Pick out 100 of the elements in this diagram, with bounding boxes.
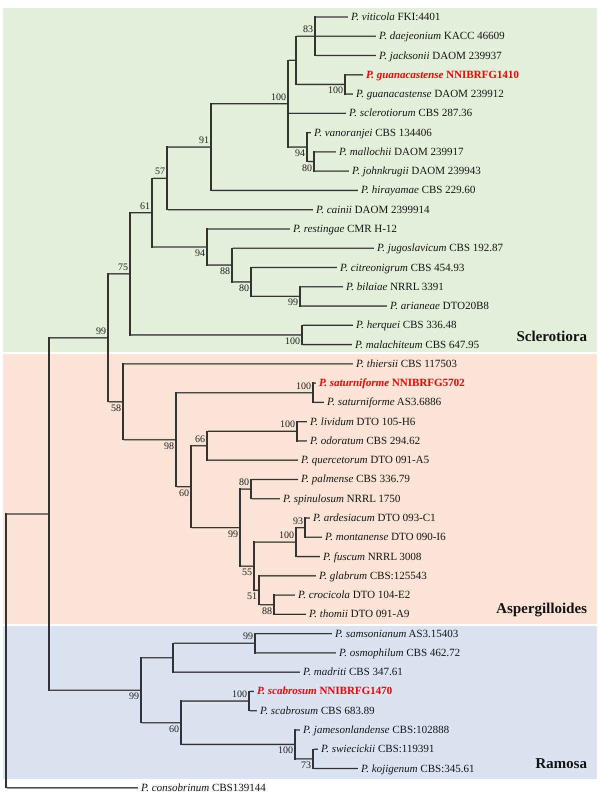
- tree-branch: [316, 16, 348, 18]
- taxon-label: P. montanense DTO 090-I6: [322, 530, 446, 544]
- bootstrap-value: 88: [262, 606, 272, 617]
- tree-branch: [314, 748, 318, 750]
- tree-branch: [306, 536, 322, 538]
- taxon-label: P. spinulosum NRRL 1750: [280, 492, 400, 506]
- taxon-label: P. swiecickii CBS:119391: [318, 742, 434, 756]
- taxon-label: P. citreonigrum CBS 454.93: [337, 260, 464, 274]
- bootstrap-value: 100: [278, 746, 293, 756]
- bootstrap-value: 75: [118, 262, 128, 273]
- tree-branch: [300, 286, 343, 288]
- tree-branch: [302, 324, 353, 326]
- bootstrap-value: 99: [228, 530, 238, 540]
- taxon-label: P. thiersii CBS 117503: [353, 356, 457, 371]
- tree-branch: [252, 478, 298, 480]
- tree-branch: [176, 392, 312, 394]
- tree-branch: [108, 273, 130, 274]
- bootstrap-value: 80: [302, 164, 312, 174]
- clade-label: Aspergilloides: [496, 601, 587, 618]
- tree-branch: [174, 642, 254, 644]
- bootstrap-value: 61: [140, 202, 150, 212]
- bootstrap-value: 94: [195, 249, 205, 260]
- taxon-label: P. restingae CMR H-12: [290, 222, 397, 236]
- tree-branch: [108, 401, 122, 402]
- tree-branch: [208, 460, 298, 461]
- taxon-label: P. ardesiacum DTO 093-C1: [310, 511, 436, 526]
- taxon-label: P. odoratum CBS 294.62: [307, 434, 420, 448]
- bootstrap-value: 94: [295, 149, 305, 160]
- tree-branch: [300, 305, 387, 307]
- tree-branch: [250, 710, 257, 712]
- bootstrap-value: 57: [155, 167, 165, 178]
- tree-branch: [296, 527, 304, 528]
- taxon-label: P. scabrosum NNIBRFG1470: [254, 684, 392, 698]
- taxon-label: P. madriti CBS 347.61: [300, 665, 403, 680]
- tree-branch: [124, 439, 176, 440]
- tree-branch: [6, 787, 138, 788]
- tree-branch: [256, 652, 336, 654]
- bootstrap-value: 99: [129, 692, 139, 702]
- bootstrap-value: 100: [232, 690, 247, 700]
- bootstrap-value: 88: [220, 267, 230, 278]
- tree-branch: [298, 440, 307, 442]
- tree-branch: [256, 632, 332, 634]
- taxon-label: P. daejeonium KACC 46609: [376, 29, 505, 44]
- taxon-label: P. malachiteum CBS 647.95: [352, 338, 480, 352]
- taxon-label: P. herquei CBS 336.48: [353, 318, 457, 332]
- tree-branch: [182, 700, 248, 702]
- bootstrap-value: 60: [179, 488, 189, 499]
- tree-branch: [50, 337, 108, 338]
- bootstrap-value: 100: [296, 382, 311, 392]
- taxon-label: P. viticola FKI:4401: [348, 10, 440, 24]
- taxon-label: P. saturniforme NNIBRFG5702: [316, 376, 465, 390]
- taxon-label: P. jacksonii DAOM 239937: [376, 48, 502, 63]
- tree-branch: [252, 296, 300, 298]
- tree-branch: [232, 281, 250, 283]
- taxon-label: P. kojigenum CBS:345.61: [358, 762, 474, 776]
- tree-branch: [208, 228, 290, 230]
- bootstrap-value: 55: [242, 568, 252, 578]
- tree-branch: [314, 151, 336, 153]
- bootstrap-value: 58: [111, 404, 121, 414]
- taxon-label: P. vanoranjei CBS 134406: [311, 126, 432, 140]
- taxon-label: P. bilaiae NRRL 3391: [343, 280, 444, 294]
- bootstrap-value: 73: [301, 760, 311, 771]
- taxon-label: P. lividum DTO 105-H6: [307, 414, 416, 429]
- tree-branch: [298, 421, 307, 422]
- tree-branch: [208, 264, 232, 266]
- tree-branch: [212, 190, 358, 192]
- tree-branch: [296, 556, 320, 558]
- bootstrap-value: 93: [293, 516, 303, 527]
- tree-branch: [152, 178, 166, 180]
- tree-branch: [296, 84, 344, 86]
- bootstrap-value: 99: [288, 298, 298, 308]
- tree-branch: [288, 60, 296, 61]
- tree-branch: [314, 382, 316, 384]
- tree-branch: [168, 209, 313, 210]
- taxon-label: P. cainii DAOM 2399914: [313, 202, 430, 217]
- bootstrap-value: 60: [169, 724, 179, 735]
- taxon-label: P. sclerotiorum CBS 287.36: [346, 106, 472, 120]
- bootstrap-value: 99: [96, 326, 106, 337]
- taxon-label: P. jugoslavicum CBS 192.87: [374, 241, 504, 256]
- tree-branch: [346, 74, 363, 76]
- taxon-label: P. crocicola DTO 104-E2: [295, 588, 410, 602]
- taxon-label: P. osmophilum CBS 462.72: [336, 646, 460, 660]
- tree-branch: [314, 768, 358, 770]
- taxon-label: P. palmense CBS 336.79: [298, 472, 410, 486]
- taxon-label: P. scabrosum CBS 683.89: [257, 704, 375, 718]
- tree-branch: [208, 430, 296, 432]
- clade-label: Ramosa: [535, 756, 587, 773]
- taxon-label: P. johnkrugii DAOM 239943: [349, 164, 481, 178]
- taxon-label: P. saturniforme AS3.6886: [324, 395, 442, 410]
- bootstrap-value: 100: [285, 336, 300, 347]
- tree-branch: [316, 36, 376, 37]
- tree-branch: [260, 604, 274, 606]
- clade-band: [3, 354, 597, 624]
- tree-branch: [240, 488, 250, 490]
- bootstrap-value: 91: [199, 136, 209, 146]
- tree-branch: [212, 103, 288, 104]
- clade-label: Sclerotiora: [516, 329, 587, 346]
- taxon-label: P. guanacastense NNIBRFG1410: [363, 68, 519, 82]
- bootstrap-value: 80: [239, 284, 249, 294]
- taxon-label: P. thomii DTO 091-A9: [306, 607, 410, 622]
